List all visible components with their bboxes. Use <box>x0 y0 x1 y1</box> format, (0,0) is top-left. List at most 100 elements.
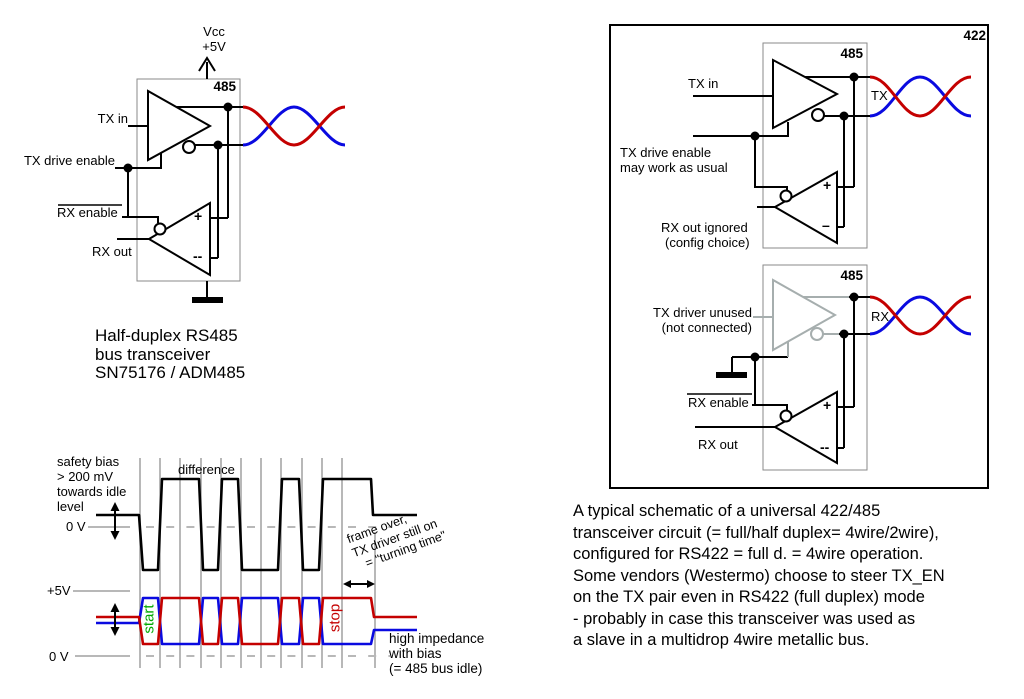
unused-driver-triangle <box>772 278 838 352</box>
difference-label: difference <box>178 462 235 477</box>
receiver-plus-label: + <box>823 397 832 413</box>
receiver-plus-label: + <box>823 177 832 193</box>
twisted-pair-blue <box>242 105 346 147</box>
junction-dot <box>750 131 760 141</box>
vcc-label: Vcc <box>203 24 225 39</box>
ground-symbol <box>716 357 747 378</box>
driver-triangle <box>147 89 213 162</box>
caption-line: A typical schematic of a universal 422/4… <box>573 502 881 520</box>
caption-line: Half-duplex RS485 <box>95 326 238 345</box>
bias-arrow-bottom <box>110 603 120 636</box>
rx-enable-bubble <box>779 409 793 423</box>
tx-in-label: TX in <box>97 111 128 126</box>
note-line: (config choice) <box>665 235 750 250</box>
rx-out-label: RX out <box>698 437 738 452</box>
note-line: may work as usual <box>620 160 728 175</box>
note-line: level <box>57 499 84 514</box>
safety-bias-note: safety bias > 200 mV towards idle level <box>57 454 126 514</box>
chip-485-label: 485 <box>213 79 236 94</box>
junction-dot <box>750 352 760 362</box>
ground-symbol <box>192 281 223 303</box>
turning-time-arrow <box>343 580 375 588</box>
caption-line: on the TX pair even in RS422 (full duple… <box>573 588 925 606</box>
receiver-minus-label: – <box>822 217 830 233</box>
junction-dot <box>839 111 849 121</box>
plus-5v-label: +5V <box>47 583 71 598</box>
caption-line: configured for RS422 = full d. = 4wire o… <box>573 545 924 563</box>
bus-idle-note: high impedance with bias (= 485 bus idle… <box>389 631 484 676</box>
twisted-pair-tx <box>869 75 972 118</box>
note-line: RX out ignored <box>661 220 748 235</box>
twisted-pair-rx <box>869 295 972 336</box>
chip-485-label: 485 <box>840 268 863 283</box>
stop-bit-label: stop <box>326 603 344 633</box>
receiver-minus-label: -- <box>193 248 203 264</box>
receiver-plus-label: + <box>194 208 203 224</box>
chip-485-outline <box>762 42 868 249</box>
bit-grid-lines <box>139 458 376 668</box>
note-line: (= 485 bus idle) <box>389 661 483 676</box>
tx-in-label: TX in <box>688 76 719 91</box>
driver-triangle <box>772 58 840 130</box>
tx-driver-unused-note: TX driver unused (not connected) <box>647 305 752 335</box>
junction-dot <box>849 72 859 82</box>
receiver-triangle <box>772 390 838 465</box>
rx-enable-label: RX enable <box>57 205 118 220</box>
junction-dot <box>223 102 233 112</box>
caption-line: transceiver circuit (= full/half duplex=… <box>573 523 939 542</box>
chip-485-outline <box>762 264 868 471</box>
twisted-pair-blue <box>869 75 972 118</box>
junction-dot <box>839 329 849 339</box>
wires <box>693 76 870 228</box>
tx-pair-label: TX <box>871 88 888 103</box>
driver-invert-bubble <box>182 140 196 154</box>
bus-line-a-waveform <box>96 596 417 646</box>
rx-enable-bubble <box>153 222 167 236</box>
zero-volt-bottom-label: 0 V <box>49 649 69 664</box>
note-line: TX drive enable <box>620 145 712 160</box>
twisted-pair <box>242 105 346 147</box>
junction-dot <box>849 292 859 302</box>
junction-dot <box>123 163 133 173</box>
receiver-minus-label: -- <box>820 439 830 455</box>
vcc-voltage-label: +5V <box>202 39 226 54</box>
note-line: with bias <box>389 646 442 661</box>
vcc-arrow-icon <box>198 56 216 79</box>
note-line: high impedance <box>389 631 485 646</box>
bias-arrow-top <box>110 502 120 540</box>
level-reference-lines <box>73 526 390 657</box>
tx-transceiver <box>693 42 972 249</box>
twisted-pair-red <box>869 295 972 336</box>
chip-422-outline <box>609 24 989 489</box>
twisted-pair-blue <box>869 295 972 336</box>
tx-drive-enable-note: TX drive enable may work as usual <box>620 145 728 175</box>
receiver-triangle <box>147 201 211 277</box>
zero-volt-top-label: 0 V <box>66 519 86 534</box>
caption-line: - probably in case this transceiver was … <box>573 609 916 628</box>
caption-line: Some vendors (Westermo) choose to steer … <box>573 566 945 585</box>
junction-dot <box>213 140 223 150</box>
right-422-schematic <box>609 24 989 489</box>
twisted-pair-red <box>869 75 972 118</box>
caption-line: bus transceiver <box>95 344 211 364</box>
left-caption: Half-duplex RS485 bus transceiver SN7517… <box>95 326 246 383</box>
note-line: towards idle <box>57 484 127 499</box>
wires <box>695 296 870 449</box>
note-line: safety bias <box>57 454 120 469</box>
twisted-pair-red <box>242 105 346 147</box>
chip-485-label: 485 <box>840 46 863 61</box>
chip-422-label: 422 <box>963 28 986 43</box>
rx-enable-bubble <box>779 189 793 203</box>
rx-out-ignored-note: RX out ignored (config choice) <box>661 220 750 250</box>
rx-out-label: RX out <box>92 244 132 259</box>
chip-485-outline <box>136 78 241 282</box>
tx-drive-enable-label: TX drive enable <box>23 153 115 168</box>
caption-line: a slave in a multidrop 4wire metallic bu… <box>573 631 870 649</box>
left-485-schematic <box>58 56 346 303</box>
caption-line: SN75176 / ADM485 <box>95 363 246 382</box>
difference-waveform <box>96 477 417 572</box>
rx-transceiver <box>687 264 972 471</box>
receiver-triangle <box>772 170 838 245</box>
